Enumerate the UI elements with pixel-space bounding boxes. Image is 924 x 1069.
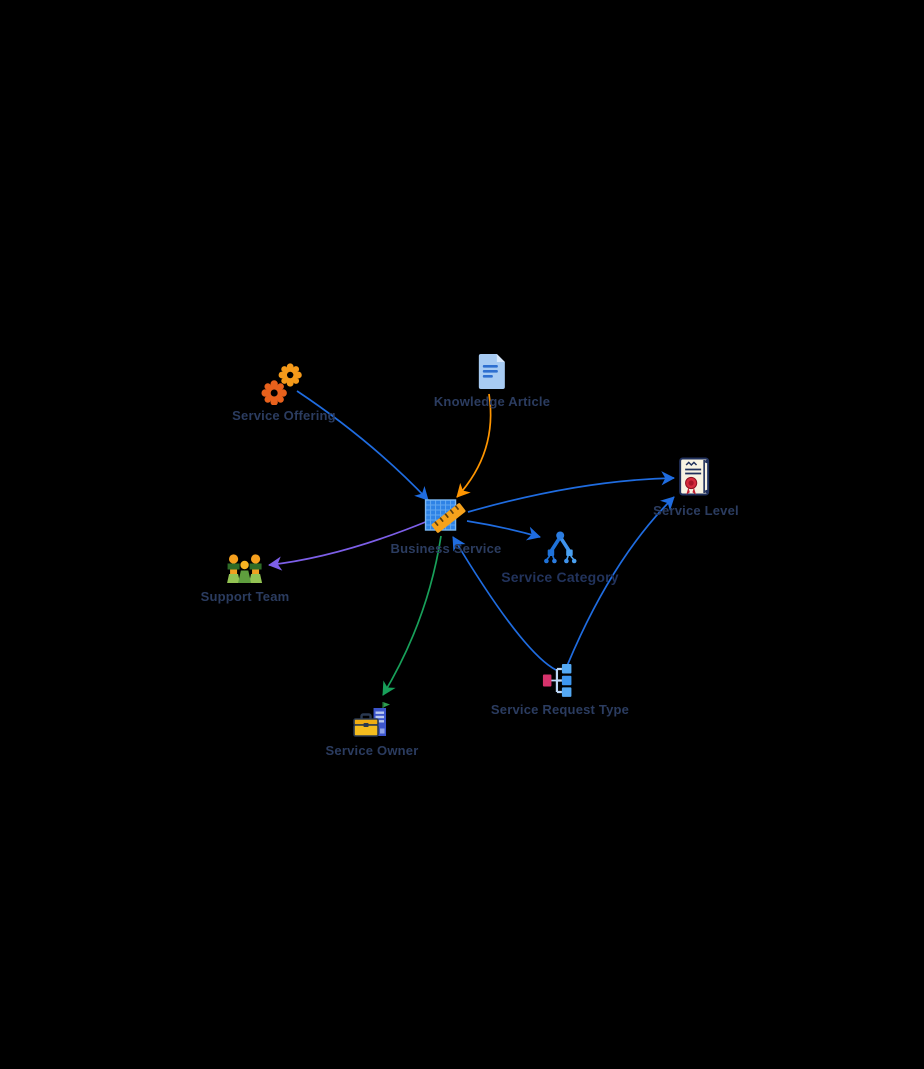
edge-service-request-type-to-business-service — [452, 536, 557, 671]
node-business-service[interactable]: Business Service — [391, 496, 502, 556]
node-service-request-type[interactable]: Service Request Type — [491, 661, 629, 717]
edge-service-offering-to-business-service — [296, 390, 429, 501]
node-label-service-request-type: Service Request Type — [490, 702, 630, 717]
edge-knowledge-article-to-business-service — [456, 393, 492, 498]
node-label-knowledge-article: Knowledge Article — [433, 394, 551, 409]
node-knowledge-article[interactable]: Knowledge Article — [434, 353, 550, 409]
node-label-business-service: Business Service — [390, 541, 502, 556]
edge-business-service-to-service-category — [466, 520, 541, 541]
certificate-icon — [676, 456, 716, 500]
document-icon — [477, 353, 507, 391]
node-label-service-level: Service Level — [653, 503, 739, 518]
node-service-offering[interactable]: Service Offering — [232, 361, 336, 423]
edge-service-request-type-to-service-level — [566, 496, 675, 667]
edge-business-service-to-service-level — [467, 471, 675, 513]
node-label-service-category: Service Category — [501, 569, 619, 585]
toolbox-server-icon — [352, 700, 392, 740]
node-service-level[interactable]: Service Level — [653, 456, 739, 518]
node-label-service-owner: Service Owner — [325, 743, 419, 758]
edge-business-service-to-support-team — [268, 520, 429, 571]
edge-business-service-to-service-owner — [382, 535, 442, 696]
node-service-category[interactable]: Service Category — [501, 530, 619, 585]
node-support-team[interactable]: Support Team — [201, 552, 290, 604]
hierarchy-tree-icon — [541, 530, 579, 564]
node-label-service-offering: Service Offering — [232, 408, 336, 423]
team-people-icon — [225, 552, 265, 586]
blueprint-ruler-icon — [422, 496, 470, 538]
node-label-support-team: Support Team — [200, 589, 290, 604]
request-list-icon — [541, 661, 579, 699]
node-service-owner[interactable]: Service Owner — [326, 700, 419, 758]
gears-icon — [261, 361, 307, 406]
